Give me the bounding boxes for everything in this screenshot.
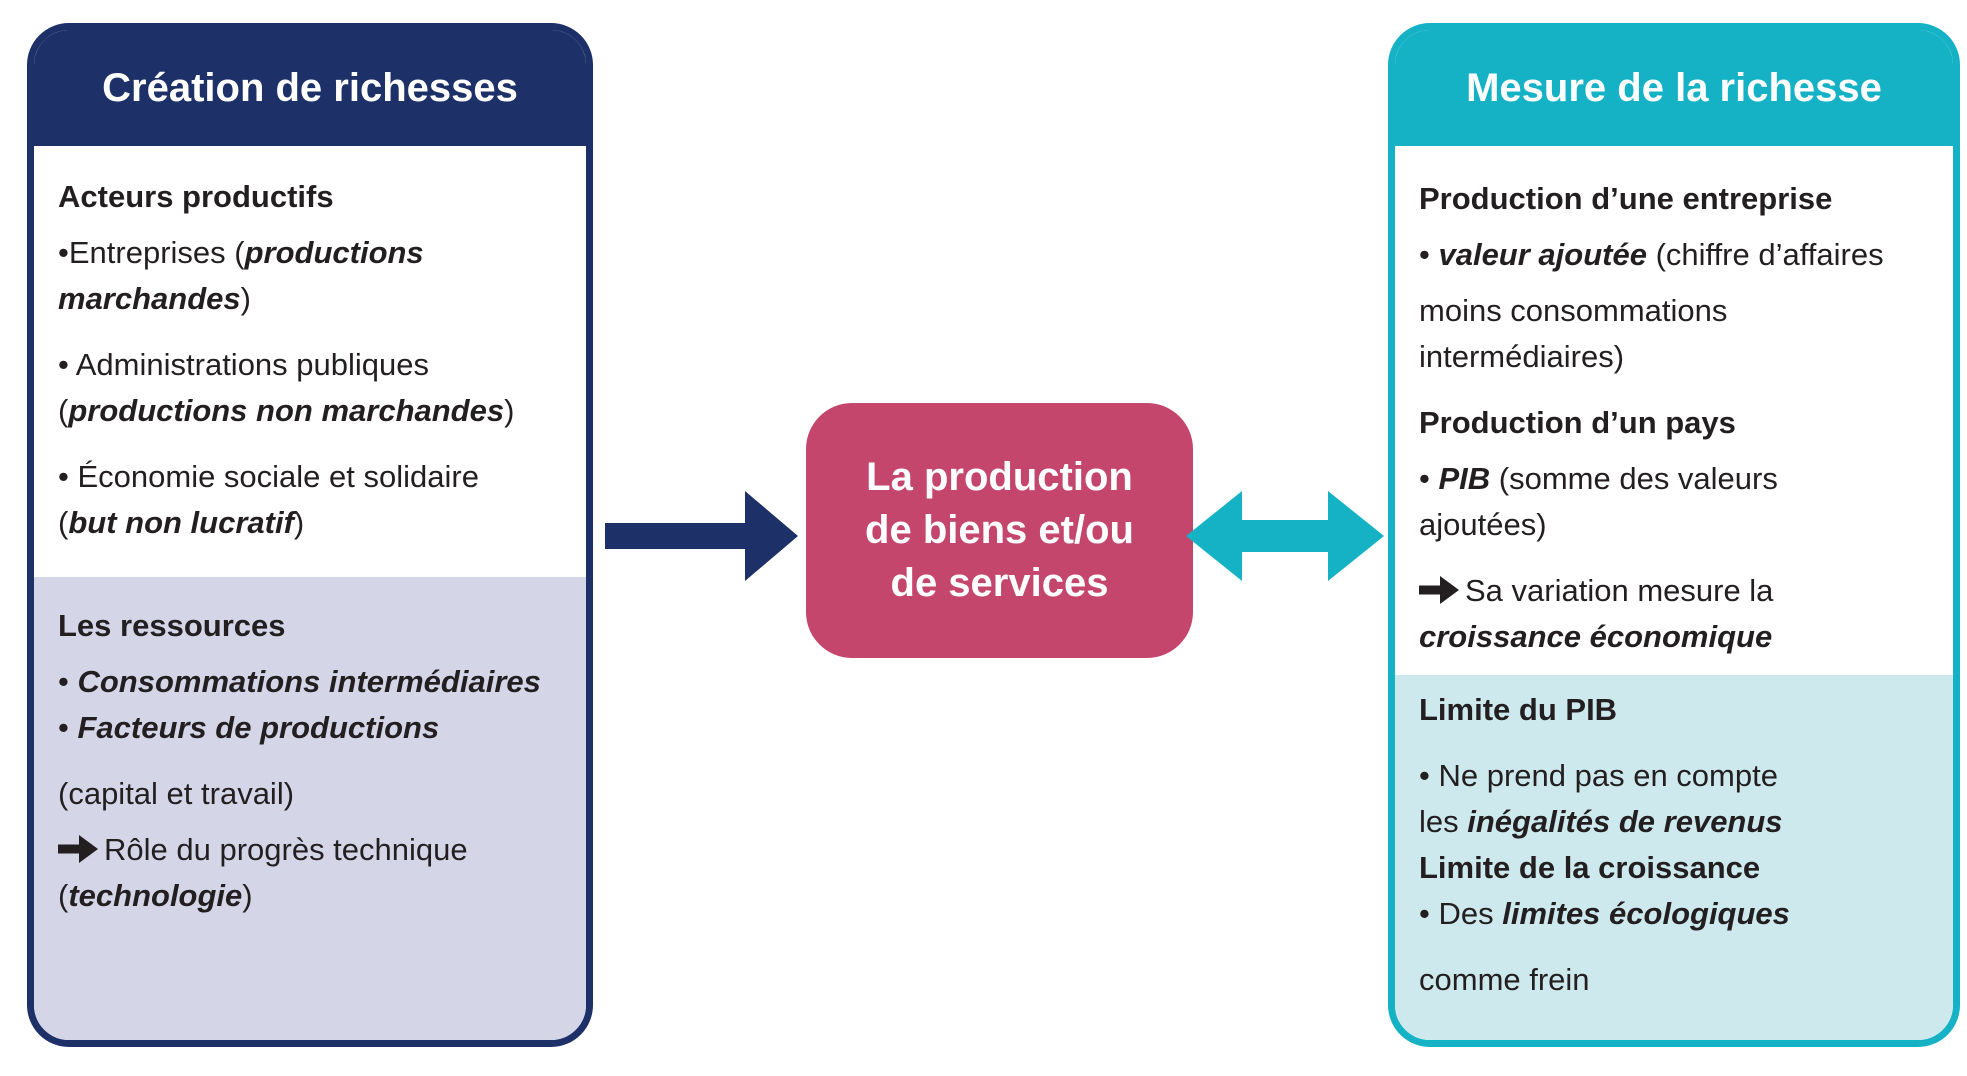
center-box: La production de biens et/ou de services	[806, 403, 1193, 658]
text-line: Limite du PIB	[1419, 687, 1949, 733]
text-segment: (chiffre d’affaires	[1646, 237, 1884, 272]
text-line: La production	[866, 451, 1133, 504]
text-line: intermédiaires)	[1419, 334, 1949, 380]
text-segment: (somme des valeurs	[1490, 461, 1778, 496]
text-segment: •Entreprises (	[58, 235, 245, 270]
text-line: croissance économique	[1419, 614, 1949, 660]
text-line: (productions non marchandes)	[58, 388, 582, 434]
text-line: • Consommations intermédiaires	[58, 659, 582, 705]
text-segment: Limite du PIB	[1419, 692, 1618, 727]
text-segment: de biens et/ou	[865, 508, 1134, 552]
flow-arrow-double-icon	[1186, 491, 1384, 581]
text-segment: •	[58, 664, 78, 699]
right-panel-header: Mesure de la richesse	[1395, 30, 1953, 146]
text-segment: but non lucratif	[68, 505, 294, 540]
flow-arrow-right-icon	[605, 491, 798, 581]
text-line: marchandes)	[58, 276, 582, 322]
text-segment: • Économie sociale et solidaire	[58, 459, 479, 494]
text-segment: • Administrations publiques	[58, 347, 430, 382]
text-line: comme frein	[1419, 957, 1949, 1003]
text-line: • Économie sociale et solidaire	[58, 454, 582, 500]
text-line: (technologie)	[58, 873, 582, 919]
left-panel: Création de richesses Acteurs productifs…	[27, 23, 593, 1047]
text-segment: Limite de la croissance	[1419, 850, 1761, 885]
text-line: ajoutées)	[1419, 502, 1949, 548]
text-segment: Production d’une entreprise	[1419, 181, 1833, 216]
text-segment: La production	[866, 455, 1133, 499]
text-line: •Entreprises (productions	[58, 230, 582, 276]
left-panel-title: Création de richesses	[102, 65, 518, 110]
text-segment: marchandes	[58, 281, 241, 316]
text-line: moins consommations	[1419, 288, 1949, 334]
text-segment: )	[242, 878, 253, 913]
text-line: Production d’un pays	[1419, 400, 1949, 446]
text-line: • Administrations publiques	[58, 342, 582, 388]
text-segment: croissance économique	[1419, 619, 1773, 654]
text-segment: Acteurs productifs	[58, 179, 334, 214]
text-segment: PIB	[1438, 461, 1491, 496]
left-panel-actors-section: Acteurs productifs•Entreprises (producti…	[34, 146, 586, 577]
text-segment: •	[1419, 237, 1439, 272]
text-segment: •	[58, 710, 78, 745]
text-segment: (	[58, 393, 69, 428]
left-panel-header: Création de richesses	[34, 30, 586, 146]
text-segment: Consommations intermédiaires	[77, 664, 541, 699]
left-panel-resources-section: Les ressources • Consommations intermédia…	[34, 577, 586, 1040]
text-segment: limites écologiques	[1502, 896, 1790, 931]
text-segment: intermédiaires)	[1419, 339, 1625, 374]
text-line: • Ne prend pas en compte	[1419, 753, 1949, 799]
text-line: Sa variation mesure la	[1419, 568, 1949, 614]
text-segment: productions	[244, 235, 424, 270]
text-segment: Production d’un pays	[1419, 405, 1736, 440]
text-line: Limite de la croissance	[1419, 845, 1949, 891]
text-segment: ajoutées)	[1419, 507, 1547, 542]
text-line: Les ressources	[58, 603, 582, 649]
right-panel-measure-section: Production d’une entreprise • valeur ajou…	[1395, 146, 1953, 675]
right-panel-limits-section: Limite du PIB • Ne prend pas en compte les…	[1395, 675, 1953, 1040]
text-line: • Facteurs de productions	[58, 705, 582, 751]
text-segment: •	[1419, 461, 1439, 496]
text-segment: productions non marchandes	[68, 393, 505, 428]
text-segment: Rôle du progrès technique	[104, 832, 468, 867]
text-segment: de services	[890, 561, 1109, 605]
text-segment: • Des	[1419, 896, 1503, 931]
text-line: Acteurs productifs	[58, 174, 582, 220]
right-panel: Mesure de la richesse Production d’une e…	[1388, 23, 1960, 1047]
text-line: (capital et travail)	[58, 771, 582, 817]
text-segment: )	[240, 281, 251, 316]
text-segment: les	[1419, 804, 1468, 839]
text-segment: (capital et travail)	[58, 776, 295, 811]
text-segment: • Ne prend pas en compte	[1419, 758, 1778, 793]
text-segment: )	[293, 505, 305, 540]
text-line: de services	[891, 557, 1109, 610]
text-line: • valeur ajoutée (chiffre d’affaires	[1419, 232, 1949, 278]
text-line: de biens et/ou	[865, 504, 1134, 557]
text-segment: Les ressources	[58, 608, 286, 643]
text-line: les inégalités de revenus	[1419, 799, 1949, 845]
text-segment: technologie	[68, 878, 243, 913]
text-line: • PIB (somme des valeurs	[1419, 456, 1949, 502]
text-line: (but non lucratif)	[58, 500, 582, 546]
text-line: Rôle du progrès technique	[58, 827, 582, 873]
text-segment: moins consommations	[1419, 293, 1728, 328]
text-segment: comme frein	[1419, 962, 1590, 997]
text-segment: Facteurs de productions	[77, 710, 440, 745]
text-segment: valeur ajoutée	[1438, 237, 1647, 272]
right-panel-title: Mesure de la richesse	[1466, 65, 1882, 110]
arrow-right-icon	[1419, 568, 1465, 614]
text-line: Production d’une entreprise	[1419, 176, 1949, 222]
text-line: • Des limites écologiques	[1419, 891, 1949, 937]
text-segment: (	[58, 505, 69, 540]
text-segment: )	[504, 393, 515, 428]
text-segment: inégalités de revenus	[1467, 804, 1783, 839]
text-segment: Sa variation mesure la	[1465, 573, 1774, 608]
text-segment: (	[58, 878, 69, 913]
arrow-right-icon	[58, 827, 104, 873]
